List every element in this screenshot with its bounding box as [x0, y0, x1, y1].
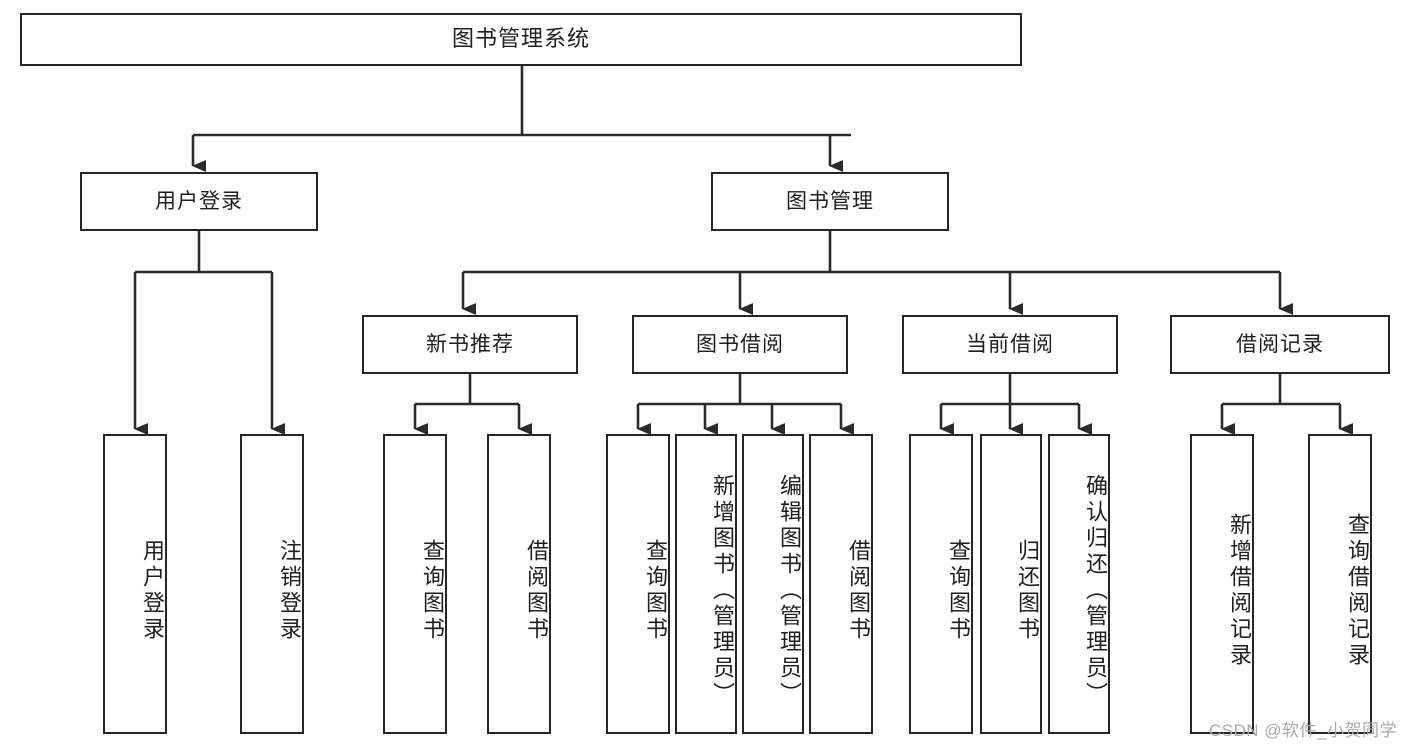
node-borrow-record[interactable]: 借阅记录 — [1170, 315, 1390, 374]
node-label: 确认归还（管理员） — [1083, 474, 1108, 708]
node-leaf-edit-book[interactable]: 编辑图书（管理员） — [742, 434, 804, 734]
node-leaf-user-login[interactable]: 用户登录 — [103, 434, 167, 734]
node-label: 查询借阅记录 — [1345, 513, 1370, 669]
node-label: 查询图书 — [420, 539, 445, 643]
node-leaf-add-book[interactable]: 新增图书（管理员） — [675, 434, 737, 734]
csdn-watermark: CSDN @软件_小贺同学 — [1208, 721, 1397, 740]
node-label: 注销登录 — [277, 539, 302, 643]
node-label: 查询图书 — [946, 539, 971, 643]
node-leaf-confirm-return[interactable]: 确认归还（管理员） — [1048, 434, 1110, 734]
node-label: 用户登录 — [140, 539, 165, 643]
node-label: 新书推荐 — [426, 332, 514, 356]
node-label: 借阅记录 — [1236, 332, 1324, 356]
node-leaf-return-book[interactable]: 归还图书 — [980, 434, 1042, 734]
node-leaf-user-logout[interactable]: 注销登录 — [240, 434, 304, 734]
node-leaf-borrow-book-2[interactable]: 借阅图书 — [809, 434, 873, 734]
node-book-manage[interactable]: 图书管理 — [711, 172, 949, 231]
node-leaf-query-book-3[interactable]: 查询图书 — [909, 434, 973, 734]
node-label: 图书管理 — [786, 189, 874, 213]
node-label: 当前借阅 — [966, 332, 1054, 356]
node-label: 新增借阅记录 — [1227, 513, 1252, 669]
node-label: 编辑图书（管理员） — [777, 474, 802, 708]
node-label: 借阅图书 — [524, 539, 549, 643]
node-leaf-borrow-book-1[interactable]: 借阅图书 — [487, 434, 551, 734]
node-leaf-query-book-2[interactable]: 查询图书 — [606, 434, 670, 734]
node-new-book-recommend[interactable]: 新书推荐 — [362, 315, 578, 374]
node-book-borrow[interactable]: 图书借阅 — [632, 315, 848, 374]
node-leaf-query-record[interactable]: 查询借阅记录 — [1308, 434, 1372, 734]
node-label: 图书管理系统 — [451, 26, 590, 52]
node-label: 归还图书 — [1015, 539, 1040, 643]
node-label: 图书借阅 — [696, 332, 784, 356]
node-current-borrow[interactable]: 当前借阅 — [902, 315, 1118, 374]
node-leaf-add-record[interactable]: 新增借阅记录 — [1190, 434, 1254, 734]
node-label: 查询图书 — [643, 539, 668, 643]
node-label: 用户登录 — [155, 189, 243, 213]
node-root[interactable]: 图书管理系统 — [20, 13, 1022, 66]
node-user-login[interactable]: 用户登录 — [80, 172, 318, 231]
node-label: 借阅图书 — [846, 539, 871, 643]
node-label: 新增图书（管理员） — [710, 474, 735, 708]
node-leaf-query-book-1[interactable]: 查询图书 — [383, 434, 447, 734]
